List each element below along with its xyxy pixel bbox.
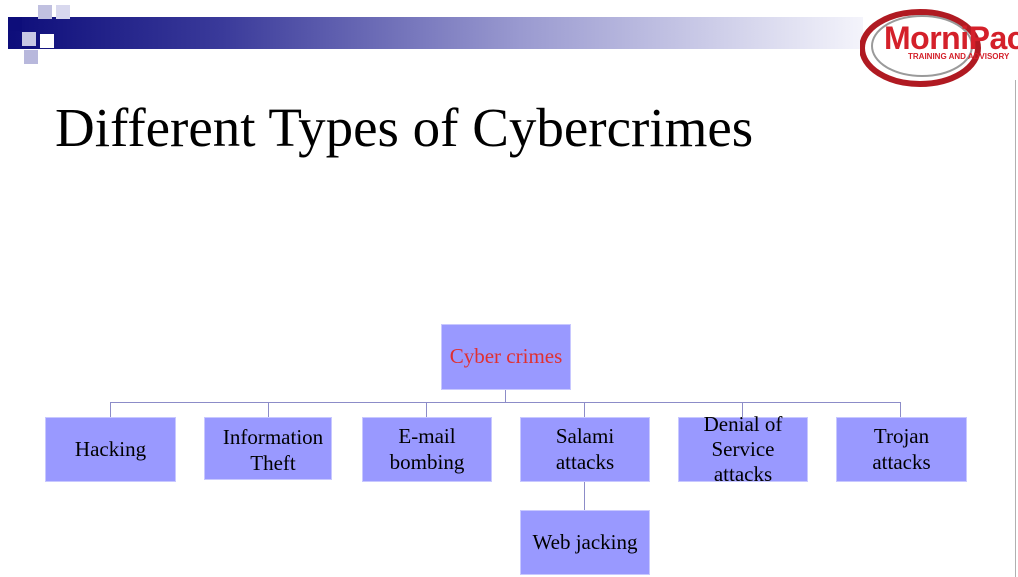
connector-denial-of-service [742,402,743,417]
logo-tagline: TRAINING AND ADVISORY [908,52,1010,61]
node-email-bombing: E-mail bombing [362,417,492,482]
node-salami-attacks: Salami attacks [520,417,650,482]
decor-square [22,32,36,46]
node-email-bombing-label: E-mail bombing [389,423,465,474]
logo-wordmark: MorniPac [884,20,1018,56]
connector-web-jacking [584,480,585,510]
node-information-theft: Information Theft [204,417,332,480]
node-information-theft-label: Information Theft [222,424,324,475]
decor-square [24,50,38,64]
connector-information-theft [268,402,269,417]
header-gradient-band [8,17,863,49]
slide-edge-rule [1015,80,1016,577]
connector-root-down [505,388,506,403]
node-hacking: Hacking [45,417,176,482]
decor-square [38,5,52,19]
node-trojan-attacks: Trojan attacks [836,417,967,482]
node-denial-of-service: Denial of Service attacks [678,412,808,486]
node-denial-of-service-label: Denial of Service attacks [703,411,783,487]
connector-hacking [110,402,111,417]
connector-horizontal [110,402,901,403]
logo-swoosh-icon [860,9,981,87]
decor-square [40,34,54,48]
connector-email-bombing [426,402,427,417]
mornipac-logo: MorniPac TRAINING AND ADVISORY [860,6,1018,88]
node-cyber-crimes: Cyber crimes [441,324,571,390]
decor-square [8,17,22,31]
decor-square [56,5,70,19]
connector-salami-attacks [584,402,585,417]
slide-title: Different Types of Cybercrimes [55,97,754,158]
connector-trojan-attacks [900,402,901,417]
node-trojan-attacks-label: Trojan attacks [872,423,931,474]
node-web-jacking: Web jacking [520,510,650,575]
node-salami-attacks-label: Salami attacks [555,423,615,474]
